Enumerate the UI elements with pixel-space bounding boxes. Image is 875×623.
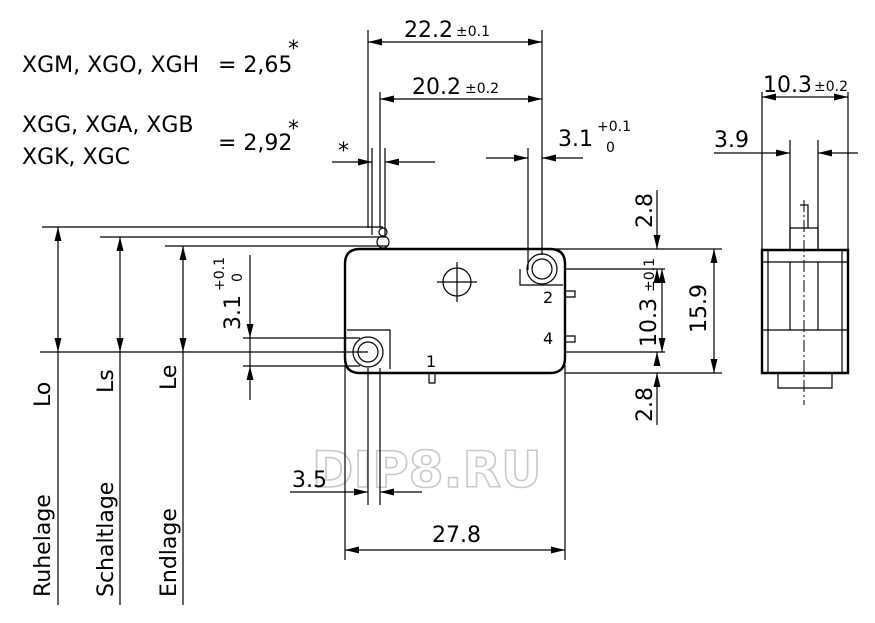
mounting-hole-right xyxy=(519,253,563,286)
label-lo-name: Ruhelage xyxy=(31,494,56,597)
dim-22-2-value: 22.2 xyxy=(404,18,453,43)
dim-top-3-1-tol-upper: +0.1 xyxy=(597,119,631,135)
mounting-hole-left xyxy=(347,329,391,369)
variant-marker-1: * xyxy=(288,37,299,62)
dim-20-2-value: 20.2 xyxy=(412,75,461,100)
dim-left-3-1-value: 3.1 xyxy=(221,295,246,330)
dim-3-5-value: 3.5 xyxy=(292,468,327,493)
variant-models-1: XGM, XGO, XGH xyxy=(22,53,199,78)
variant-value-1: = 2,65 xyxy=(218,53,292,78)
side-10-3-value: 10.3 xyxy=(763,73,812,98)
dim-right-15-9: 15.9 xyxy=(687,249,718,373)
dim-right-2-8-top: 2.8 xyxy=(633,190,661,283)
dim-10-3-tol: ±0.1 xyxy=(642,258,658,292)
dim-bottom-3-5: 3.5 xyxy=(290,368,422,505)
dim-top-3-1: 3.1 +0.1 0 xyxy=(486,119,631,270)
terminal-1-label: 1 xyxy=(426,352,436,371)
terminal-2-label: 2 xyxy=(543,288,553,307)
dim-le xyxy=(179,246,187,605)
dim-top-3-1-value: 3.1 xyxy=(558,127,593,152)
label-lo-code: Lo xyxy=(31,382,56,407)
dim-right-2-8-top-value: 2.8 xyxy=(633,193,658,228)
dim-right-10-3: 10.3 ±0.1 xyxy=(637,258,666,352)
variant-models-2b: XGK, XGC xyxy=(22,145,130,170)
dim-top-3-1-tol-lower: 0 xyxy=(606,140,615,156)
actuator-lever xyxy=(42,226,390,249)
terminal-4-label: 4 xyxy=(543,329,553,348)
dim-ls xyxy=(116,237,124,605)
variant-models-2a: XGG, XGA, XGB xyxy=(22,113,194,138)
variant-marker-2: * xyxy=(288,117,299,142)
dim-right-2-8-bottom: 2.8 xyxy=(633,352,661,425)
label-ls-code: Ls xyxy=(94,369,119,393)
side-10-3-tol: ±0.2 xyxy=(814,79,848,95)
variant-value-2: = 2,92 xyxy=(218,131,292,156)
label-le-code: Le xyxy=(157,365,182,390)
dim-15-9-value: 15.9 xyxy=(687,284,712,333)
dim-left-3-1-tol-lower: 0 xyxy=(230,273,246,282)
label-ls-name: Schaltlage xyxy=(94,482,119,597)
side-3-9-value: 3.9 xyxy=(714,128,749,153)
dim-right-2-8-bottom-value: 2.8 xyxy=(633,387,658,422)
dim-overall-22-2: 22.2 ±0.1 xyxy=(367,18,543,255)
watermark: DIP8.RU xyxy=(312,441,542,499)
label-le-name: Endlage xyxy=(157,508,182,597)
dim-lo xyxy=(54,227,62,605)
side-view: 10.3 ±0.2 3.9 xyxy=(714,73,858,405)
dim-27-8-value: 27.8 xyxy=(432,523,481,548)
dim-star-marker: * xyxy=(338,139,349,164)
dim-left-3-1-tol-upper: +0.1 xyxy=(212,257,228,291)
switch-body xyxy=(343,247,567,375)
dim-star: * xyxy=(332,139,435,235)
dim-inner-20-2: 20.2 ±0.2 xyxy=(379,75,542,228)
dim-20-2-tol: ±0.2 xyxy=(465,81,499,97)
dim-left-3-1: 3.1 +0.1 0 xyxy=(212,255,360,400)
dim-22-2-tol: ±0.1 xyxy=(456,24,490,40)
dim-bottom-27-8: 27.8 xyxy=(344,365,566,560)
terminals: 2 4 1 xyxy=(426,288,576,384)
dim-10-3-value: 10.3 xyxy=(637,298,662,347)
